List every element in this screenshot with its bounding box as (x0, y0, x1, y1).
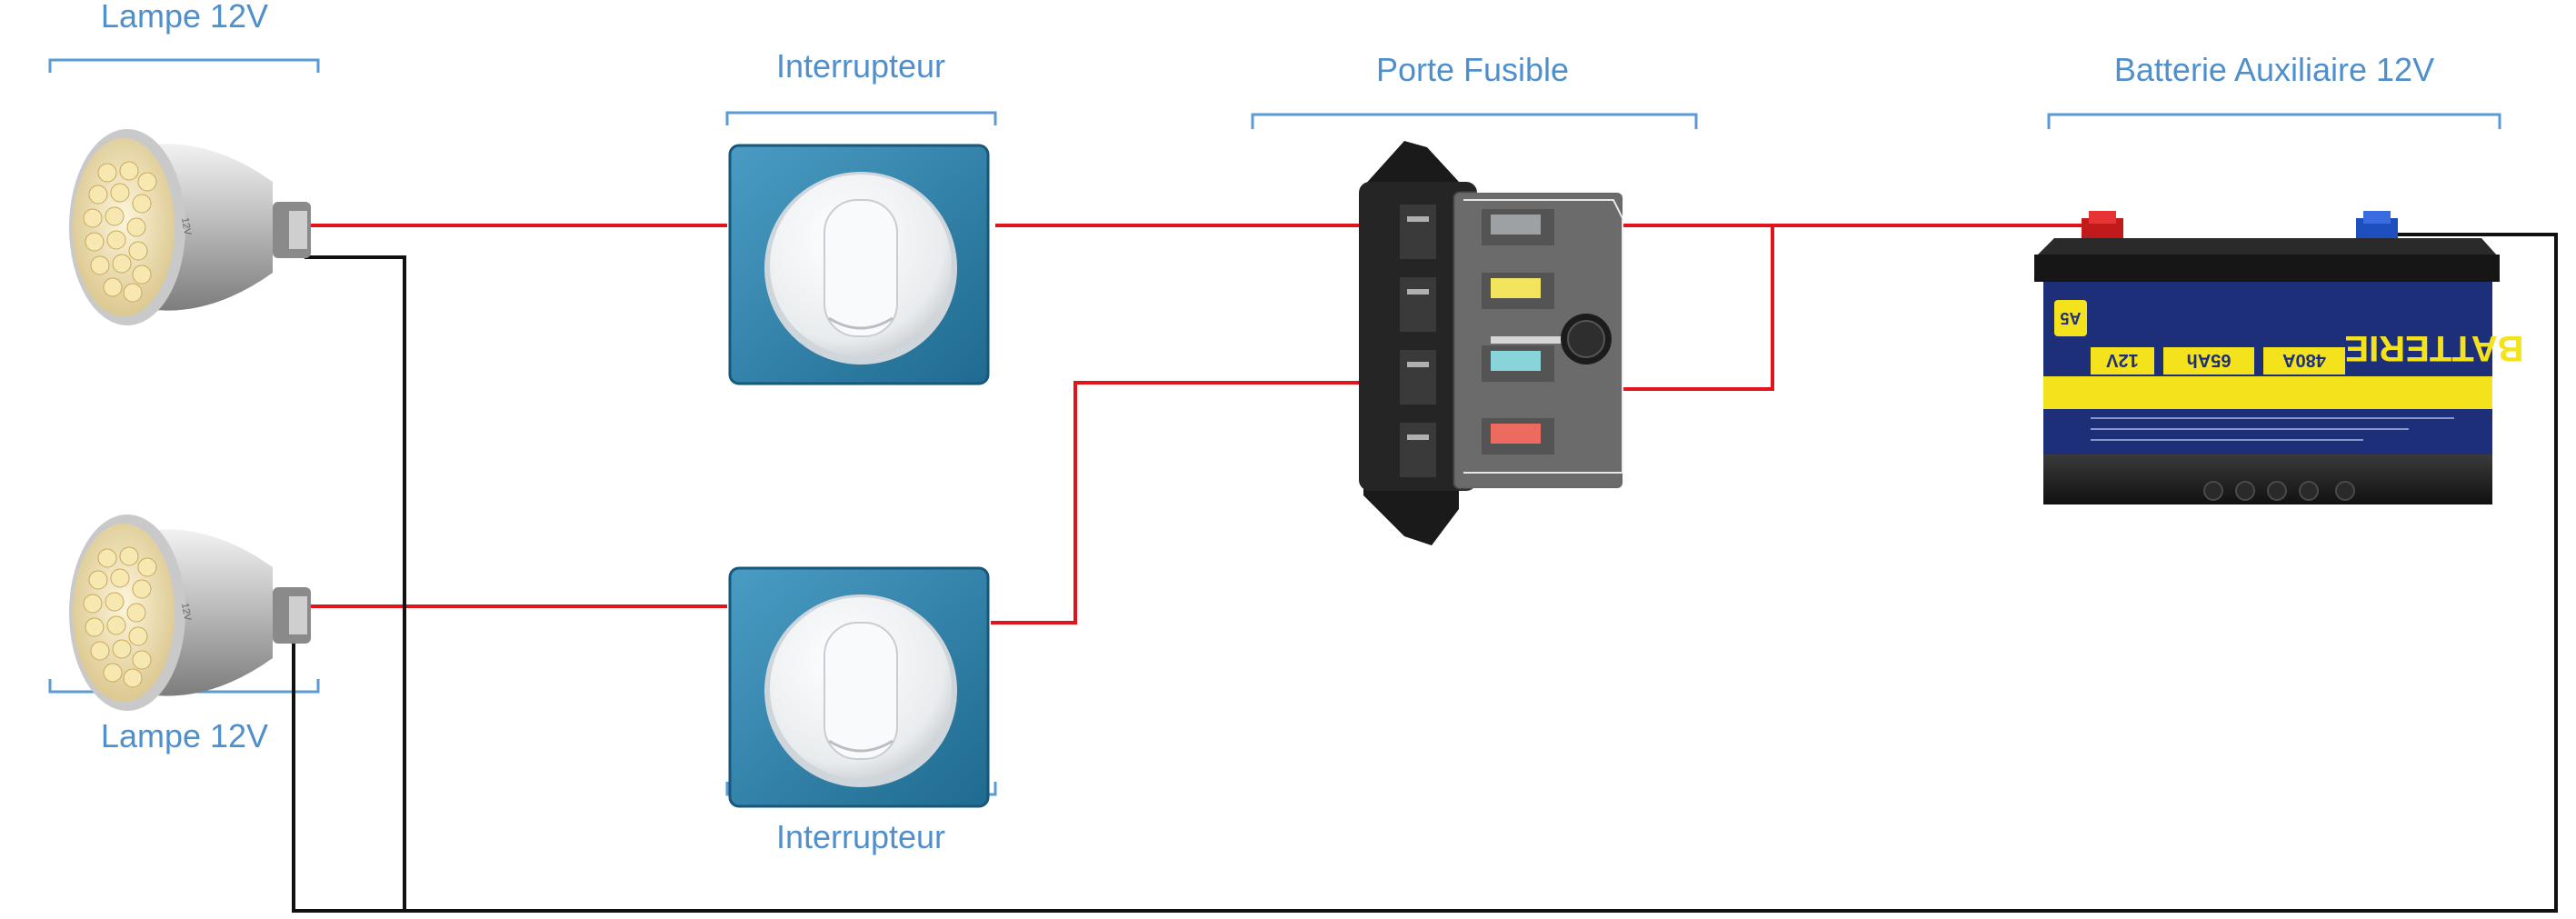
fuse-box-label: Porte Fusible (1376, 51, 1569, 88)
wire-battery-feed-to-fuse-second (1582, 225, 1774, 391)
lamp-bottom-label: Lampe 12V (101, 717, 268, 754)
wall-switch-icon (728, 566, 990, 808)
fuse-box-icon (1359, 141, 1624, 545)
wire-battery-negative-to-lamps (292, 233, 2558, 913)
negative-wires (292, 233, 2558, 913)
switch-top-label: Interrupteur (776, 47, 945, 85)
svg-text:12V: 12V (179, 602, 193, 622)
wall-switch-icon (728, 144, 990, 385)
svg-text:12V: 12V (179, 216, 193, 236)
switch-top-bracket (725, 111, 997, 125)
label-fuse-box: Porte Fusible (1251, 51, 1698, 129)
battery-code-text: A5 (2060, 309, 2081, 327)
wire-switch-bottom-to-fuse (991, 381, 1418, 624)
battery-brand-text: BATTERIE (2344, 328, 2523, 368)
label-battery: Batterie Auxiliaire 12V (2047, 51, 2501, 129)
lamp-bottom: 12V (69, 514, 311, 711)
battery-bracket (2047, 113, 2501, 129)
led-bulb-icon: 12V (69, 129, 311, 325)
lamp-top: 12V (69, 129, 311, 325)
positive-wires (300, 224, 2091, 624)
label-lamp-top: Lampe 12V (48, 0, 320, 73)
switch-bottom (728, 566, 990, 808)
lamp-top-label: Lampe 12V (101, 0, 268, 35)
battery: A5 12V 65Ah 480A BATTERIE (2034, 211, 2524, 504)
lamp-top-bracket (48, 58, 320, 73)
car-battery-icon: A5 12V 65Ah 480A BATTERIE (2034, 211, 2524, 504)
battery-label: Batterie Auxiliaire 12V (2114, 51, 2434, 88)
battery-capacity-text: 65Ah (2187, 350, 2232, 370)
label-switch-top: Interrupteur (725, 47, 997, 125)
switch-bottom-label: Interrupteur (776, 818, 945, 855)
fuse-box (1359, 141, 1624, 545)
battery-cca-text: 480A (2282, 350, 2326, 370)
led-bulb-icon: 12V (69, 514, 311, 711)
fuse-box-bracket (1251, 113, 1698, 129)
wire-lamp-top-negative (305, 255, 406, 911)
battery-voltage-text: 12V (2106, 350, 2139, 370)
switch-top (728, 144, 990, 385)
